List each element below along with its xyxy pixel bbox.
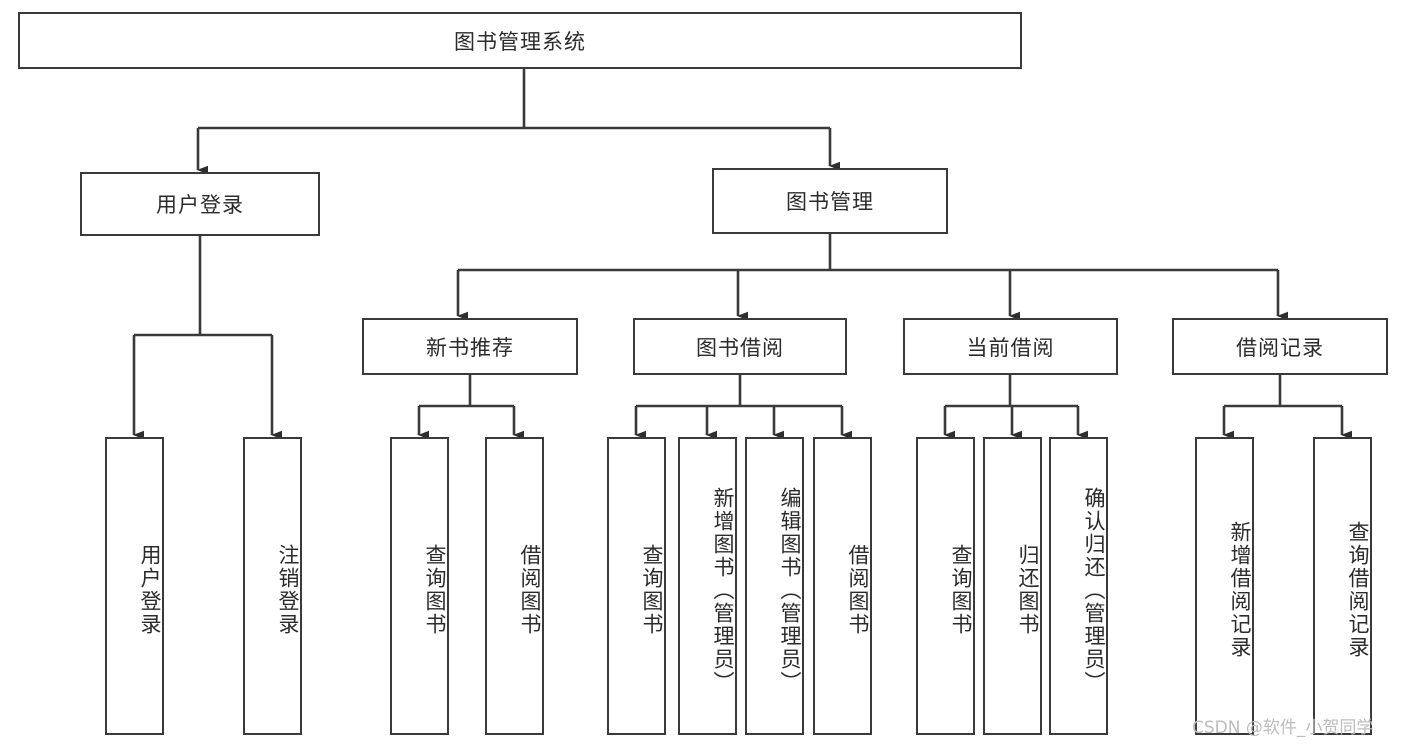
node-leaf-add-book-admin[interactable]: 新增图书（管理员） — [678, 437, 737, 735]
node-leaf-return-book[interactable]: 归还图书 — [983, 437, 1042, 735]
node-leaf-query-book-borrow[interactable]: 查询图书 — [607, 437, 666, 735]
node-user-login-label: 用户登录 — [156, 193, 244, 217]
node-leaf-label: 注销登录 — [276, 544, 300, 636]
csdn-watermark: CSDN @软件_小贺同学 — [1192, 718, 1374, 738]
node-leaf-query-borrow-record[interactable]: 查询借阅记录 — [1313, 437, 1372, 735]
node-root-system[interactable]: 图书管理系统 — [18, 12, 1022, 69]
node-leaf-logout-login[interactable]: 注销登录 — [243, 437, 302, 735]
node-leaf-borrow-book[interactable]: 借阅图书 — [813, 437, 872, 735]
node-leaf-add-borrow-record[interactable]: 新增借阅记录 — [1195, 437, 1254, 735]
node-leaf-label: 查询图书 — [640, 544, 664, 636]
node-book-management-label: 图书管理 — [786, 190, 874, 214]
node-leaf-label: 查询图书 — [949, 544, 973, 636]
node-leaf-edit-book-admin[interactable]: 编辑图书（管理员） — [745, 437, 804, 735]
node-leaf-label: 查询图书 — [423, 544, 447, 636]
node-book-borrow[interactable]: 图书借阅 — [633, 318, 847, 375]
node-borrow-record-label: 借阅记录 — [1236, 335, 1324, 360]
node-leaf-label: 归还图书 — [1016, 544, 1040, 636]
node-leaf-confirm-return-admin[interactable]: 确认归还（管理员） — [1049, 437, 1108, 735]
node-user-login[interactable]: 用户登录 — [80, 172, 320, 236]
node-leaf-label: 查询借阅记录 — [1346, 521, 1370, 659]
node-new-book-recommend-label: 新书推荐 — [426, 335, 514, 360]
node-book-management[interactable]: 图书管理 — [712, 168, 948, 234]
node-leaf-label: 新增借阅记录 — [1228, 521, 1252, 659]
node-leaf-user-login[interactable]: 用户登录 — [105, 437, 164, 735]
node-leaf-label: 新增图书（管理员） — [711, 486, 735, 694]
node-leaf-label: 用户登录 — [138, 544, 162, 636]
node-current-borrow-label: 当前借阅 — [966, 335, 1055, 360]
node-root-label: 图书管理系统 — [454, 29, 586, 54]
node-leaf-label: 确认归还（管理员） — [1082, 486, 1106, 694]
node-leaf-label: 借阅图书 — [518, 544, 542, 636]
node-new-book-recommend[interactable]: 新书推荐 — [362, 318, 578, 375]
node-book-borrow-label: 图书借阅 — [696, 335, 784, 360]
node-borrow-record[interactable]: 借阅记录 — [1172, 318, 1388, 375]
node-leaf-label: 借阅图书 — [846, 544, 870, 636]
node-leaf-label: 编辑图书（管理员） — [778, 486, 802, 694]
node-current-borrow[interactable]: 当前借阅 — [903, 318, 1118, 375]
node-leaf-query-book-current[interactable]: 查询图书 — [916, 437, 975, 735]
node-leaf-borrow-book-recommend[interactable]: 借阅图书 — [485, 437, 544, 735]
node-leaf-query-book-recommend[interactable]: 查询图书 — [390, 437, 449, 735]
